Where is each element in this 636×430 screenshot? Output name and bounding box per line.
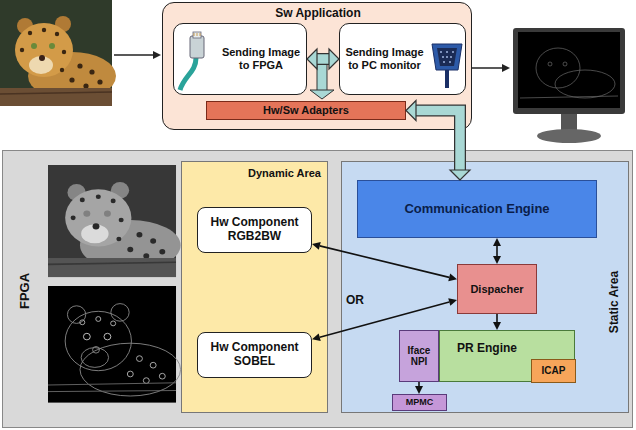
dynamic-area: Dynamic Area Hw Component RGB2BW Hw Compon… — [181, 161, 328, 413]
bw-image — [48, 165, 181, 277]
pr-engine-box: PR EngineICAP — [439, 330, 575, 382]
input-arrow — [114, 51, 161, 59]
interface-box: Iface NPI — [399, 330, 439, 382]
ethernet-icon — [180, 32, 204, 90]
leopard-photo — [0, 0, 116, 106]
area-title: Dynamic Area — [248, 167, 321, 179]
box-label: Dispacher — [470, 283, 523, 296]
engine-box: Communication Engine — [357, 180, 597, 238]
box-label: Hw Component RGB2BW — [202, 216, 307, 244]
static-area: Static Area Communication EngineDispacher… — [341, 161, 629, 413]
box-label: Communication Engine — [404, 202, 549, 217]
memory-box: MPMC — [392, 394, 447, 411]
data-flow-arrow — [406, 101, 470, 181]
box-label: MPMC — [406, 397, 434, 407]
area-title: Sw Application — [163, 7, 473, 20]
box-label: PR Engine — [457, 342, 517, 356]
or-label: OR — [346, 294, 364, 307]
output-arrow — [472, 64, 510, 72]
connector-arrow — [312, 242, 457, 281]
vga-icon — [432, 44, 462, 88]
box-label: Hw/Sw Adapters — [263, 104, 349, 117]
box-label: ICAP — [542, 365, 566, 377]
pc-monitor — [513, 28, 625, 143]
box-label: Sending Image to FPGA — [220, 46, 302, 71]
dispatcher-box: Dispacher — [457, 264, 537, 314]
area-title: FPGA — [18, 273, 32, 309]
icap-box: ICAP — [531, 359, 576, 383]
box-label: Iface NPI — [402, 345, 436, 368]
hw-component-box: Hw Component SOBEL — [197, 332, 312, 378]
box-label: Hw Component SOBEL — [202, 341, 307, 369]
adapter-bar: Hw/Sw Adapters — [206, 101, 406, 120]
data-flow-arrow — [307, 49, 339, 69]
connector-arrow — [493, 238, 501, 264]
sobel-image — [48, 286, 181, 403]
connector-arrow — [493, 314, 501, 330]
hw-component-box: Hw Component RGB2BW — [197, 207, 312, 253]
area-title: Static Area — [608, 271, 621, 333]
connector-arrow — [415, 382, 423, 394]
box-label: Sending Image to PC monitor — [344, 46, 425, 71]
connector-arrow — [312, 298, 457, 341]
